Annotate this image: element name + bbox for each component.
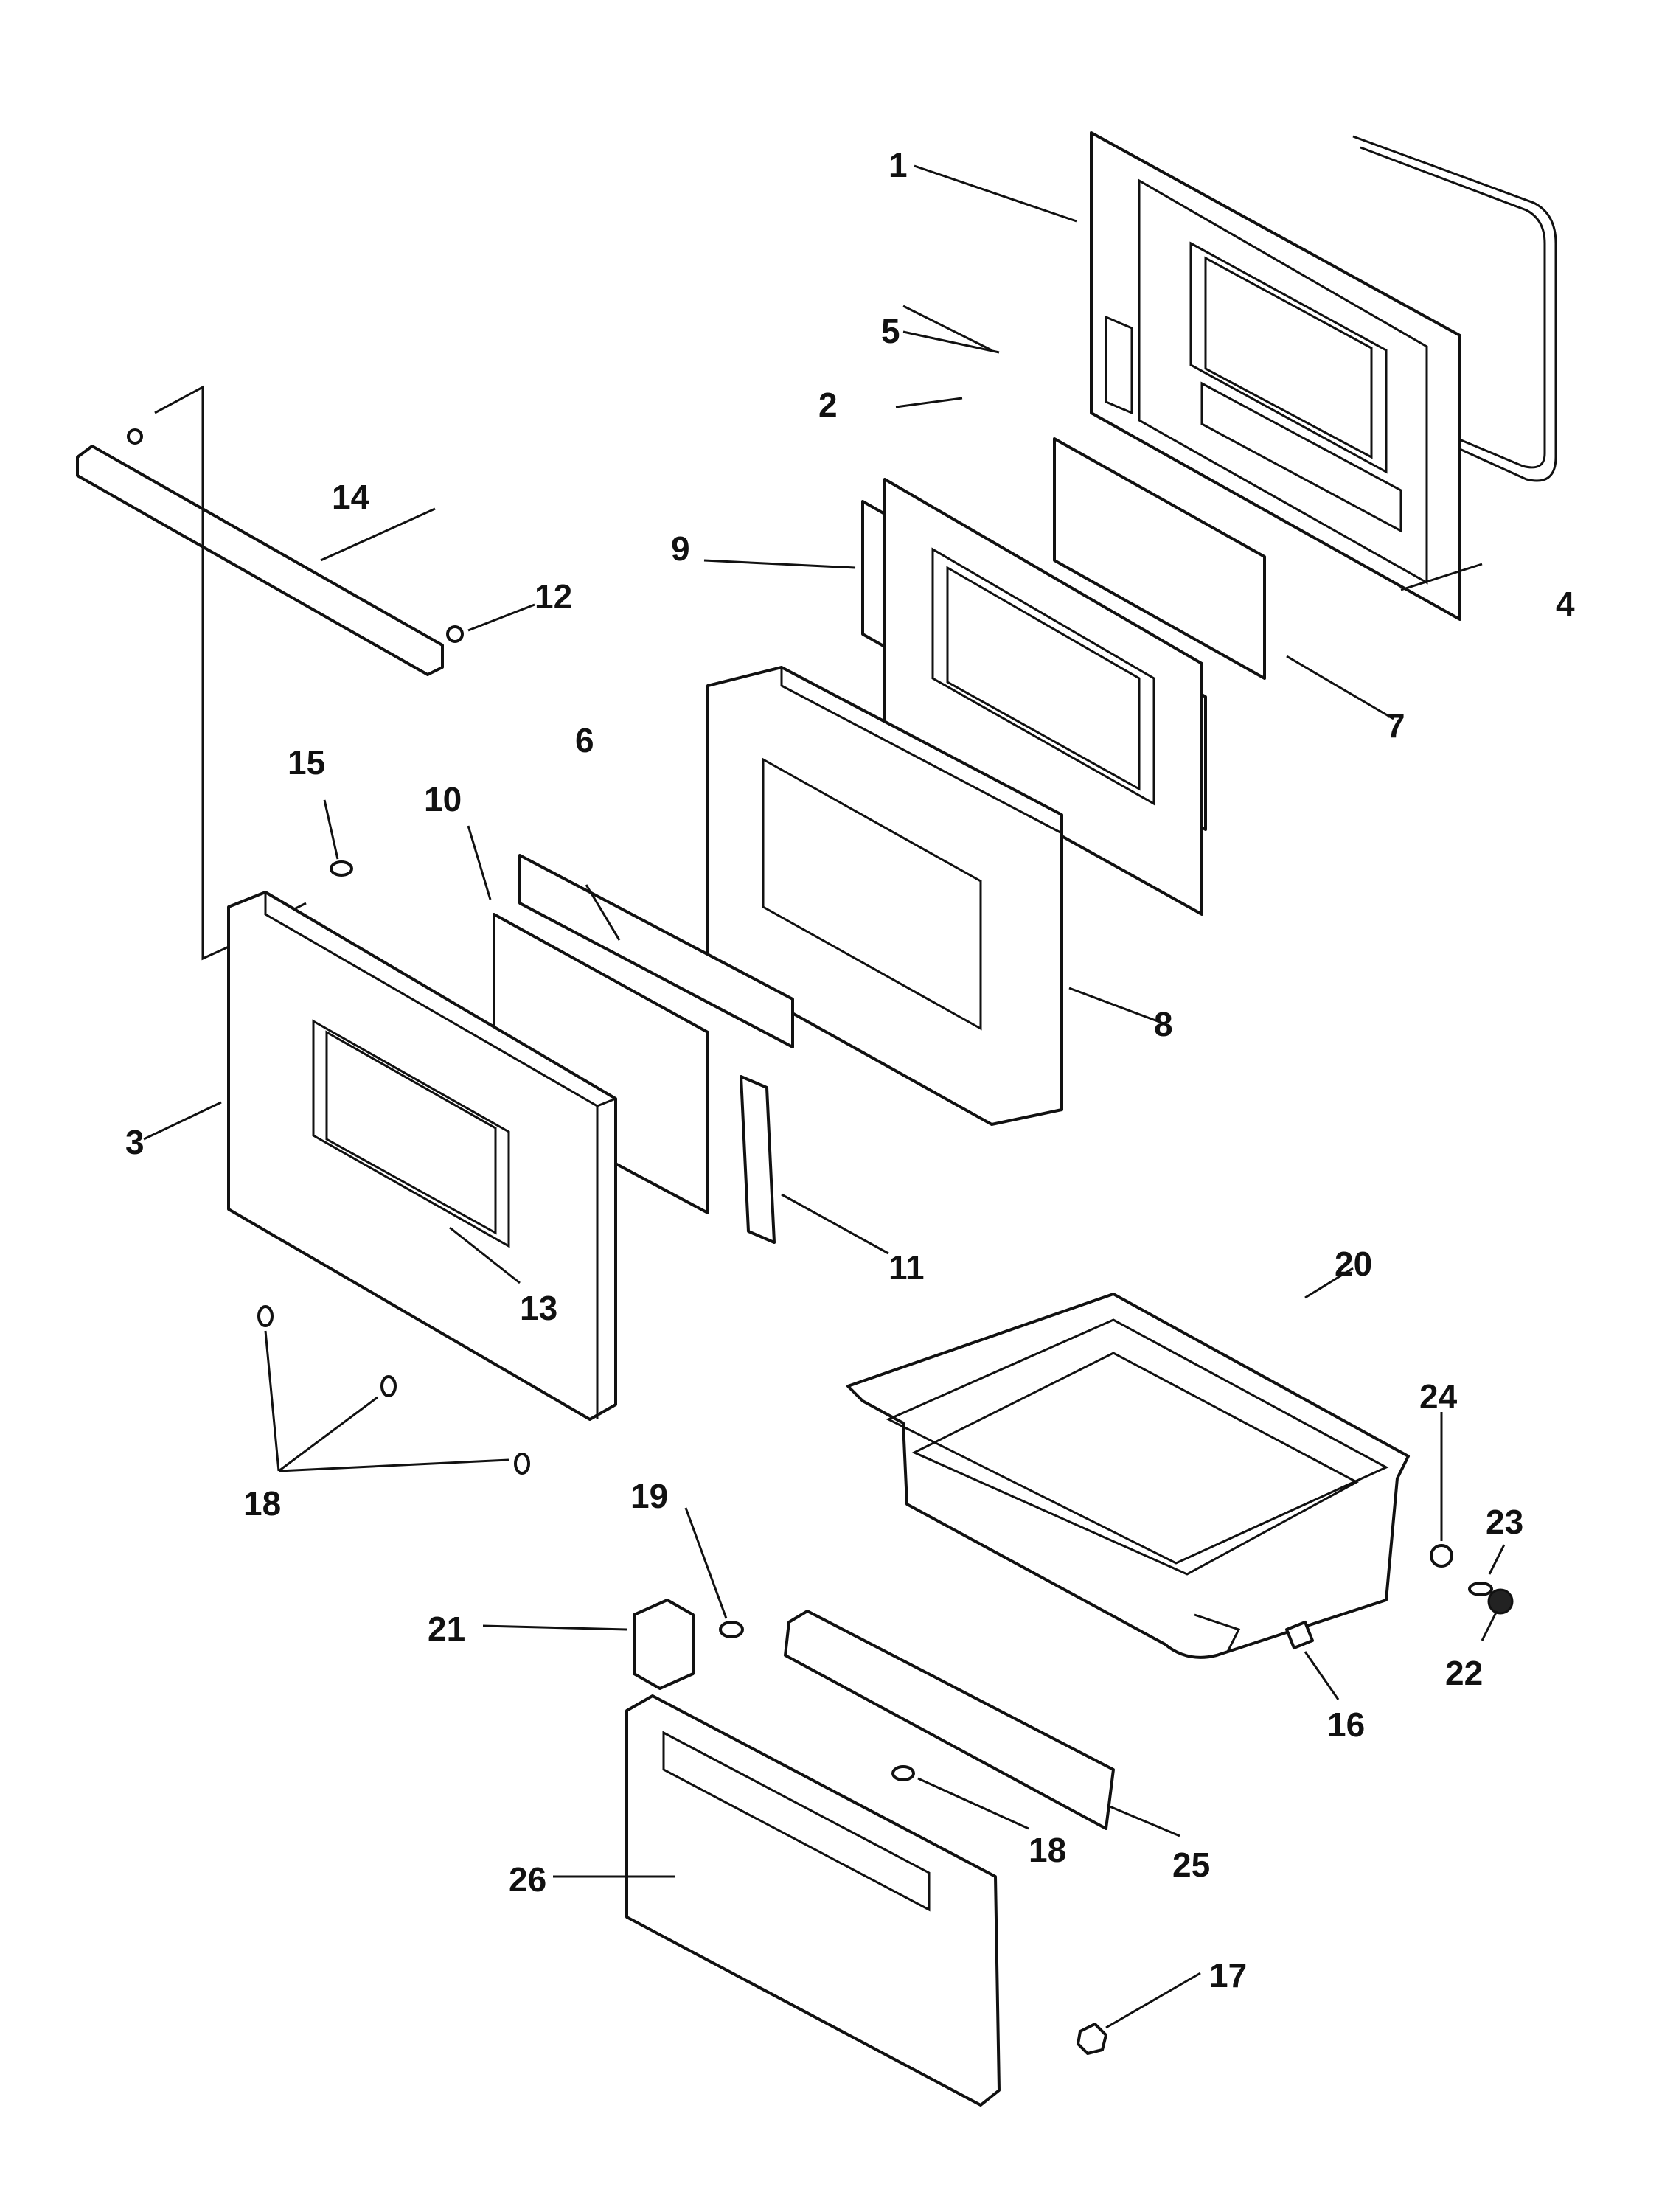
callout-labels: 1 2 3 4 5 6 7 8 9 10 11 12 13 14 15 16 1… [125,146,1575,1994]
alignment-line [154,385,244,961]
callout-18b: 18 [1029,1831,1066,1869]
callout-12: 12 [535,577,572,616]
part-23-bolt [1468,1582,1493,1596]
callout-18a: 18 [243,1484,281,1523]
callout-20: 20 [1335,1245,1372,1283]
part-4-gasket [1352,135,1557,482]
callout-26: 26 [509,1860,546,1899]
part-14-end-cap [127,428,143,445]
callout-1: 1 [888,146,908,184]
part-11-hinge [740,1075,776,1244]
callout-4: 4 [1556,585,1575,623]
part-9-inner-panel [861,478,1207,916]
callout-7: 7 [1386,706,1405,745]
part-19-screw [719,1621,744,1638]
part-17-nut [1077,2023,1107,2055]
callout-5: 5 [881,312,900,350]
part-24-nut [1430,1544,1453,1568]
callout-17: 17 [1209,1956,1247,1994]
part-3-outer-door [227,891,617,1421]
part-14-handle [76,445,444,676]
callout-15: 15 [288,743,325,782]
part-18-screw-3 [514,1453,530,1475]
callout-25: 25 [1172,1846,1210,1884]
part-15-screw [330,860,353,877]
part-20-drawer-pan [846,1293,1410,1659]
part-4-gasket-inner [1360,146,1546,469]
callout-2: 2 [818,386,838,424]
callout-16: 16 [1327,1705,1365,1744]
part-18-screw-4 [891,1765,915,1781]
callout-8: 8 [1154,1005,1173,1043]
callout-3: 3 [125,1123,145,1161]
callout-13: 13 [520,1289,557,1327]
callout-10: 10 [424,780,462,818]
part-16-clip [1285,1621,1314,1649]
part-26-drawer-front [625,1694,1001,2107]
callout-22: 22 [1445,1654,1483,1692]
part-6-strip [518,854,794,1048]
callout-11: 11 [888,1248,925,1287]
part-21-bracket [633,1599,695,1690]
callout-6: 6 [575,721,594,759]
callout-14: 14 [332,478,370,516]
leader-lines [143,164,1506,2029]
callout-9: 9 [671,529,690,568]
callout-21: 21 [428,1610,465,1648]
part-18-screw-2 [380,1375,397,1397]
callout-19: 19 [630,1477,668,1515]
part-25-rail [784,1610,1115,1830]
part-7-glass [1053,437,1266,680]
callout-24: 24 [1419,1377,1458,1416]
callout-23: 23 [1486,1503,1523,1541]
part-18-screw-1 [257,1305,274,1327]
part-22-roller [1487,1588,1514,1615]
part-12-nut [446,625,464,643]
